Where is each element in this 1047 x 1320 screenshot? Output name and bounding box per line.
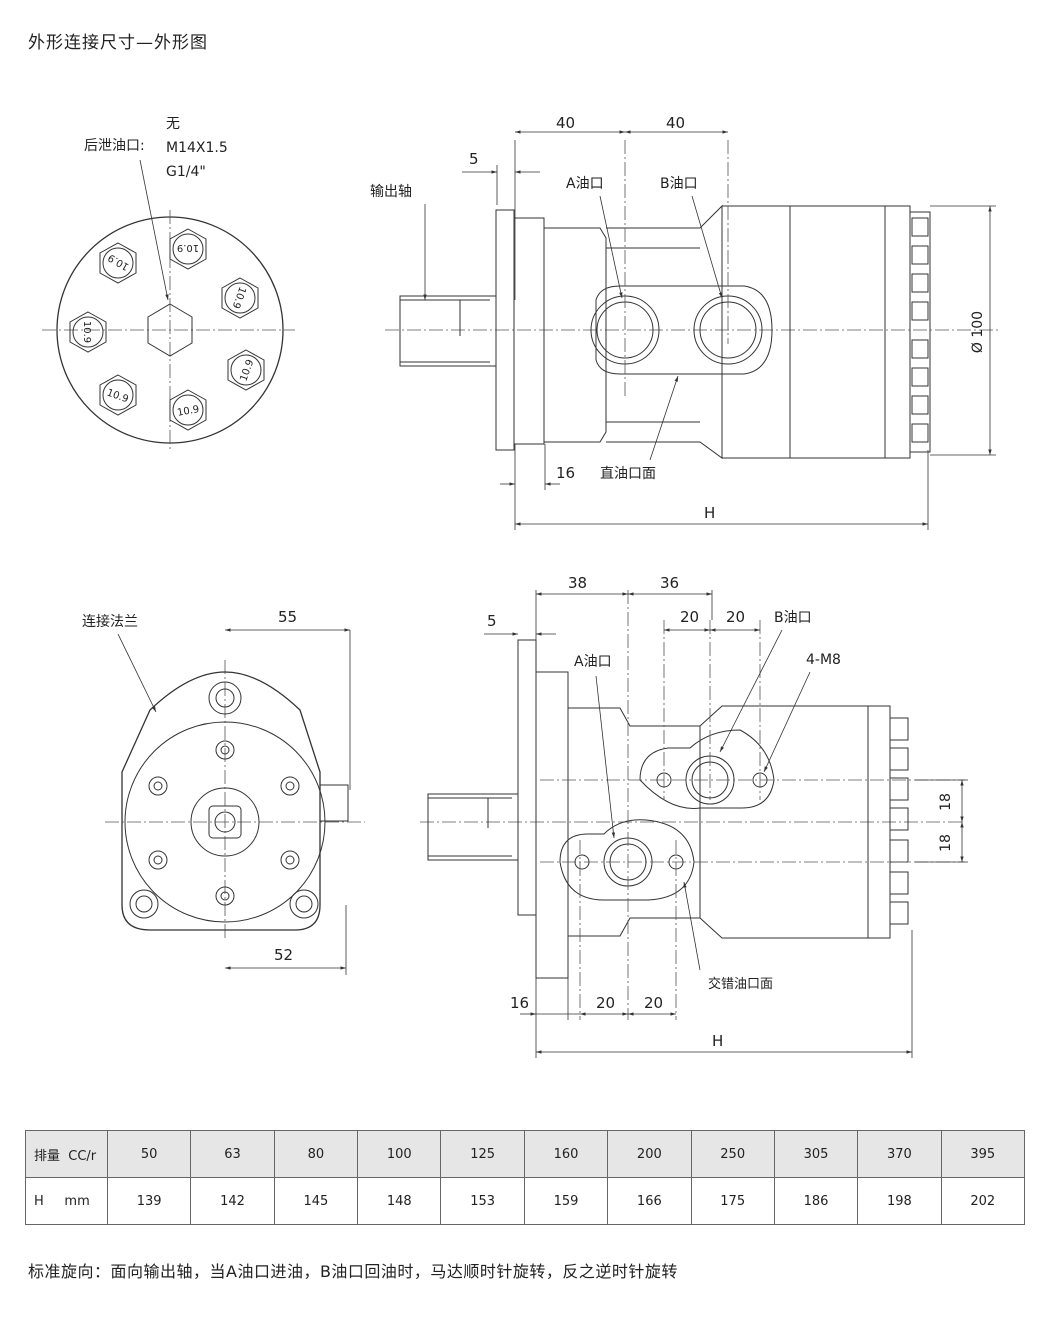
bolt-hex bbox=[169, 389, 207, 431]
bolt-mark: 10.9 bbox=[238, 358, 256, 383]
dim-20-bottom-right: 20 bbox=[644, 994, 663, 1012]
drain-option-g14: G1/4" bbox=[166, 164, 206, 180]
table-cell: 186 bbox=[773, 1177, 859, 1225]
table-cell: 166 bbox=[607, 1177, 692, 1225]
bolt-mark: 10.9 bbox=[177, 242, 199, 253]
table-cell: 250 bbox=[690, 1130, 775, 1178]
dim-diameter-100: Ø 100 bbox=[970, 311, 986, 353]
dim-38: 38 bbox=[568, 574, 587, 592]
table-cell: 198 bbox=[857, 1177, 942, 1225]
flange-hole bbox=[280, 776, 300, 796]
rotation-note: 标准旋向：面向输出轴，当A油口进油，B油口回油时，马达顺时针旋转，反之逆时针旋转 bbox=[28, 1262, 678, 1281]
bolt-hex bbox=[221, 277, 259, 319]
table-cell: 50 bbox=[106, 1130, 192, 1178]
flange-hole bbox=[148, 850, 168, 870]
rear-view: 10.9 10.9 10.9 10.9 10.9 10.9 10.9 无 后泄油… bbox=[42, 116, 295, 450]
bolt-mark: 10.9 bbox=[230, 285, 248, 310]
bolt-mark: 10.9 bbox=[176, 404, 200, 419]
table-cell: 142 bbox=[190, 1177, 275, 1225]
dim-40-left: 40 bbox=[556, 114, 575, 132]
row-header-h: H mm bbox=[25, 1177, 108, 1225]
page-title: 外形连接尺寸—外形图 bbox=[28, 33, 208, 53]
table-cell: 100 bbox=[357, 1130, 442, 1178]
dim-18-lower: 18 bbox=[938, 834, 954, 852]
dim-5-bottom: 5 bbox=[487, 612, 497, 630]
dim-h-top: H bbox=[704, 504, 715, 522]
dim-20-bottom-left: 20 bbox=[596, 994, 615, 1012]
bolt-mark: 10.9 bbox=[105, 387, 130, 405]
table-cell: 148 bbox=[357, 1177, 442, 1225]
dim-20-top-right: 20 bbox=[726, 608, 745, 626]
table-row: 排量 CC/r 50 63 80 100 125 160 200 250 305… bbox=[25, 1130, 1026, 1178]
dim-52: 52 bbox=[274, 946, 293, 964]
dim-55: 55 bbox=[278, 608, 297, 626]
dim-16-bottom: 16 bbox=[510, 994, 529, 1012]
port-b-label: B油口 bbox=[660, 176, 698, 192]
side-view-staggered-ports: 38 36 20 20 5 B油口 4-M8 A油口 交错油口面 18 18 1… bbox=[420, 574, 968, 1058]
bolt-hex bbox=[69, 311, 107, 353]
table-cell: 153 bbox=[440, 1177, 525, 1225]
table-row: H mm 139 142 145 148 153 159 166 175 186… bbox=[25, 1177, 1026, 1225]
bolt-hex bbox=[169, 228, 207, 270]
drain-option-m14: M14X1.5 bbox=[166, 140, 228, 156]
dim-16: 16 bbox=[556, 464, 575, 482]
table-cell: 80 bbox=[273, 1130, 359, 1178]
spec-table: 排量 CC/r 50 63 80 100 125 160 200 250 305… bbox=[25, 1130, 1026, 1225]
flange-hole bbox=[208, 681, 242, 715]
drain-option-none: 无 bbox=[166, 116, 180, 132]
table-cell: 63 bbox=[190, 1130, 275, 1178]
dim-20-top-left: 20 bbox=[680, 608, 699, 626]
bolt-hex bbox=[99, 242, 137, 284]
bolt-hex bbox=[99, 374, 137, 416]
dim-h-bottom: H bbox=[712, 1032, 723, 1050]
table-cell: 370 bbox=[857, 1130, 942, 1178]
flange-hole bbox=[129, 889, 159, 919]
flange-hole bbox=[289, 889, 319, 919]
dim-40-right: 40 bbox=[666, 114, 685, 132]
table-cell: 305 bbox=[773, 1130, 859, 1178]
output-shaft-label: 输出轴 bbox=[370, 184, 412, 200]
straight-port-face-label: 直油口面 bbox=[600, 465, 656, 482]
table-cell: 159 bbox=[523, 1177, 609, 1225]
flange-view: 55 52 连接法兰 bbox=[82, 608, 365, 975]
table-cell: 139 bbox=[106, 1177, 192, 1225]
drain-port-label: 后泄油口: bbox=[84, 138, 145, 154]
port-a-label: A油口 bbox=[566, 176, 604, 192]
dim-5: 5 bbox=[469, 150, 479, 168]
technical-drawing: 10.9 10.9 10.9 10.9 10.9 10.9 10.9 无 后泄油… bbox=[42, 114, 1000, 1058]
bolt-mark: 10.9 bbox=[106, 251, 131, 272]
table-cell: 200 bbox=[607, 1130, 692, 1178]
flange-hole bbox=[215, 740, 235, 760]
port-b-label-bottom: B油口 bbox=[774, 610, 812, 626]
flange-hole bbox=[280, 850, 300, 870]
flange-hole bbox=[148, 776, 168, 796]
port-a-label-bottom: A油口 bbox=[574, 654, 612, 670]
table-cell: 145 bbox=[273, 1177, 359, 1225]
table-cell: 395 bbox=[940, 1130, 1026, 1178]
flange-hole bbox=[215, 886, 235, 906]
bolt-mark: 10.9 bbox=[81, 321, 92, 343]
side-view-straight-ports: 40 40 5 输出轴 A油口 B油口 16 直油口面 H Ø 100 bbox=[370, 114, 1000, 530]
table-cell: 125 bbox=[440, 1130, 525, 1178]
table-cell: 160 bbox=[523, 1130, 609, 1178]
table-cell: 202 bbox=[940, 1177, 1026, 1225]
dim-36: 36 bbox=[660, 574, 679, 592]
dim-18-upper: 18 bbox=[938, 793, 954, 811]
m8-thread-label: 4-M8 bbox=[806, 652, 841, 668]
bolt-hex bbox=[227, 349, 265, 391]
table-cell: 175 bbox=[690, 1177, 775, 1225]
staggered-port-face-label: 交错油口面 bbox=[708, 976, 773, 992]
connecting-flange-label: 连接法兰 bbox=[82, 613, 138, 630]
row-header-displacement: 排量 CC/r bbox=[25, 1130, 108, 1178]
